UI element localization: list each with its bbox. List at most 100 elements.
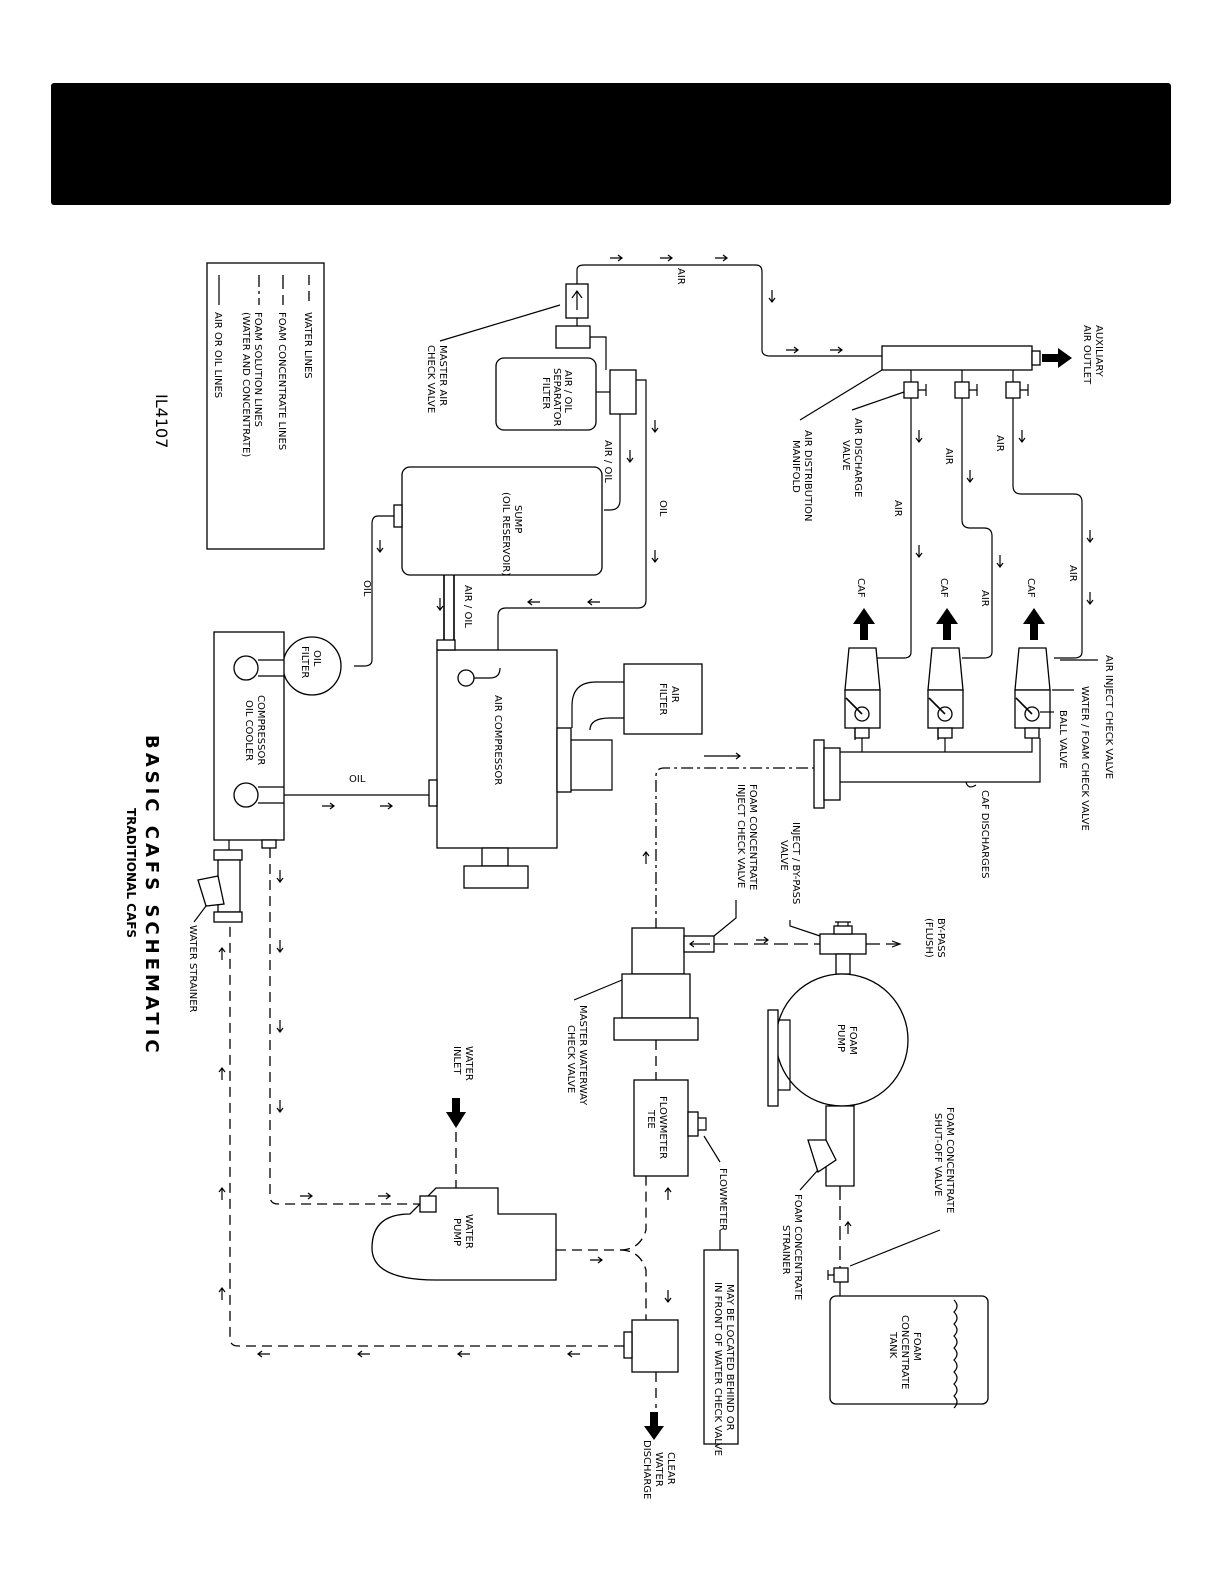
inject-bypass-valve: INJECT / BY-PASS VALVE: [778, 822, 867, 975]
air-line-caf-1: [876, 398, 912, 659]
svg-text:AIR OUTLET: AIR OUTLET: [1081, 325, 1092, 385]
foam-concentrate-strainer: FOAM CONCENTRATE STRAINER: [780, 1105, 855, 1300]
svg-text:VALVE: VALVE: [840, 440, 851, 471]
pump-to-discharge-line: [619, 1249, 647, 1320]
air-flow-arrows-top: [610, 254, 843, 354]
svg-text:WATER: WATER: [463, 1046, 474, 1081]
sump-to-compressor-line: [443, 575, 455, 645]
svg-text:(OIL RESERVOIR): (OIL RESERVOIR): [500, 492, 511, 576]
air-oil-separator: AIR / OIL SEPARATOR FILTER: [495, 357, 647, 431]
svg-text:AIR: AIR: [979, 590, 990, 607]
svg-text:FILTER: FILTER: [299, 646, 310, 678]
air-line-caf-2: [961, 398, 993, 659]
svg-text:OIL: OIL: [311, 650, 322, 667]
air-compressor: AIR COMPRESSOR: [428, 639, 572, 889]
caf-discharge-3: CAF: [1014, 578, 1051, 739]
clear-water-discharge: CLEAR WATER DISCHARGE: [623, 1319, 679, 1499]
svg-text:FILTER: FILTER: [540, 377, 551, 409]
svg-text:INJECT / BY-PASS: INJECT / BY-PASS: [790, 822, 801, 904]
svg-text:MAY BE LOCATED BEHIND OR: MAY BE LOCATED BEHIND OR: [724, 1284, 735, 1431]
flowmeter-note: MAY BE LOCATED BEHIND OR IN FRONT OF WAT…: [703, 1249, 739, 1456]
foam-solution-line: [655, 767, 814, 930]
pump-to-flowmeter-line: [556, 1176, 647, 1251]
svg-text:MANIFOLD: MANIFOLD: [790, 440, 801, 493]
svg-text:BALL VALVE: BALL VALVE: [1057, 710, 1068, 769]
svg-text:CAF: CAF: [855, 578, 866, 598]
svg-text:OIL: OIL: [361, 580, 372, 597]
svg-text:AIR DISTRIBUTION: AIR DISTRIBUTION: [802, 430, 813, 522]
svg-text:AIR: AIR: [994, 435, 1005, 452]
legend-water-label: WATER LINES: [302, 312, 313, 379]
water-inlet: WATER INLET: [446, 1046, 474, 1128]
legend-air-oil-label: AIR OR OIL LINES: [212, 312, 223, 398]
svg-text:MASTER AIR: MASTER AIR: [437, 345, 448, 406]
svg-text:FLOWMETER: FLOWMETER: [717, 1168, 728, 1231]
water-pump: WATER PUMP: [371, 1187, 557, 1281]
sump-to-oil-filter-line: [354, 515, 394, 667]
svg-text:DISCHARGE: DISCHARGE: [641, 1440, 652, 1499]
caf-discharge-2: CAF: [927, 578, 964, 739]
title: BASIC CAFS SCHEMATIC: [141, 735, 162, 1057]
svg-text:OIL COOLER: OIL COOLER: [243, 700, 254, 761]
cooler-to-pump-water-line: [269, 848, 420, 1205]
foam-pump: FOAM PUMP: [767, 973, 909, 1107]
svg-text:MASTER WATERWAY: MASTER WATERWAY: [577, 1005, 588, 1106]
svg-text:FOAM CONCENTRATE: FOAM CONCENTRATE: [792, 1194, 803, 1300]
caf-discharge-1: CAF: [844, 578, 881, 739]
svg-text:IN FRONT OF WATER CHECK VALVE: IN FRONT OF WATER CHECK VALVE: [712, 1282, 723, 1456]
header-bar: [51, 83, 1171, 205]
svg-text:SHUT-OFF VALVE: SHUT-OFF VALVE: [932, 1113, 943, 1197]
legend-box: [206, 262, 325, 550]
svg-text:(FLUSH): (FLUSH): [923, 918, 934, 958]
svg-text:WATER: WATER: [653, 1452, 664, 1487]
oil-return-line: [497, 398, 647, 668]
air-line-arrows: [915, 430, 1094, 605]
flowmeter-tee: FLOWMETER TEE: [633, 1079, 707, 1177]
svg-text:CLEAR: CLEAR: [665, 1452, 676, 1485]
foam-inject-check-valve: FOAM CONCENTRATE INJECT CHECK VALVE: [683, 784, 758, 953]
oil-return-arrows: [527, 420, 659, 606]
svg-text:AIR: AIR: [675, 268, 686, 285]
air-discharge-valves: [903, 370, 1029, 399]
svg-text:STRAINER: STRAINER: [780, 1225, 791, 1275]
separator-to-sump-line: [604, 414, 621, 511]
svg-text:FLOWMETER: FLOWMETER: [657, 1096, 668, 1159]
svg-text:SEPARATOR: SEPARATOR: [551, 368, 562, 426]
svg-text:AIR INJECT CHECK VALVE: AIR INJECT CHECK VALVE: [1103, 655, 1114, 779]
svg-text:WATER STRAINER: WATER STRAINER: [187, 925, 198, 1013]
svg-text:BY-PASS: BY-PASS: [935, 918, 946, 958]
svg-text:TANK: TANK: [887, 1331, 898, 1359]
svg-text:COMPRESSOR: COMPRESSOR: [255, 695, 266, 765]
compressor-oil-cooler: COMPRESSOR OIL COOLER: [213, 631, 285, 849]
svg-text:AIR COMPRESSOR: AIR COMPRESSOR: [492, 695, 503, 785]
svg-text:AIR: AIR: [892, 500, 903, 517]
air-filter: AIR FILTER: [571, 663, 703, 791]
svg-text:AIR: AIR: [1067, 565, 1078, 582]
svg-text:PUMP: PUMP: [451, 1218, 462, 1246]
legend-foam-solution-sub: (WATER AND CONCENTRATE): [240, 312, 251, 457]
svg-text:CHECK VALVE: CHECK VALVE: [425, 345, 436, 413]
svg-text:AUXILIARY: AUXILIARY: [1093, 325, 1104, 378]
svg-text:AIR DISCHARGE: AIR DISCHARGE: [852, 418, 863, 497]
air-distribution-manifold: AUXILIARY AIR OUTLET: [881, 325, 1104, 385]
svg-text:AIR / OIL: AIR / OIL: [562, 370, 573, 413]
svg-text:FOAM CONCENTRATE: FOAM CONCENTRATE: [944, 1107, 955, 1213]
foam-concentrate-shutoff-valve: FOAM CONCENTRATE SHUT-OFF VALVE: [827, 1107, 955, 1283]
legend-foam-label: FOAM CONCENTRATE LINES: [276, 312, 287, 450]
oil-filter: OIL FILTER: [282, 636, 342, 696]
svg-text:CHECK VALVE: CHECK VALVE: [565, 1025, 576, 1093]
foam-solution-arrow: [704, 752, 741, 760]
svg-text:FOAM: FOAM: [847, 1026, 858, 1055]
svg-text:FILTER: FILTER: [657, 683, 668, 715]
legend: WATER LINES FOAM CONCENTRATE LINES FOAM …: [206, 262, 325, 550]
svg-text:INJECT CHECK VALVE: INJECT CHECK VALVE: [735, 784, 746, 888]
svg-text:FOAM: FOAM: [911, 1332, 922, 1361]
svg-text:CAF DISCHARGES: CAF DISCHARGES: [979, 790, 990, 878]
svg-text:CONCENTRATE: CONCENTRATE: [899, 1315, 910, 1389]
svg-text:SUMP: SUMP: [512, 505, 523, 533]
svg-text:AIR: AIR: [669, 686, 680, 703]
svg-text:AIR / OIL: AIR / OIL: [602, 440, 613, 483]
caf-discharge-manifold: [813, 728, 1041, 809]
svg-text:AIR: AIR: [943, 448, 954, 465]
